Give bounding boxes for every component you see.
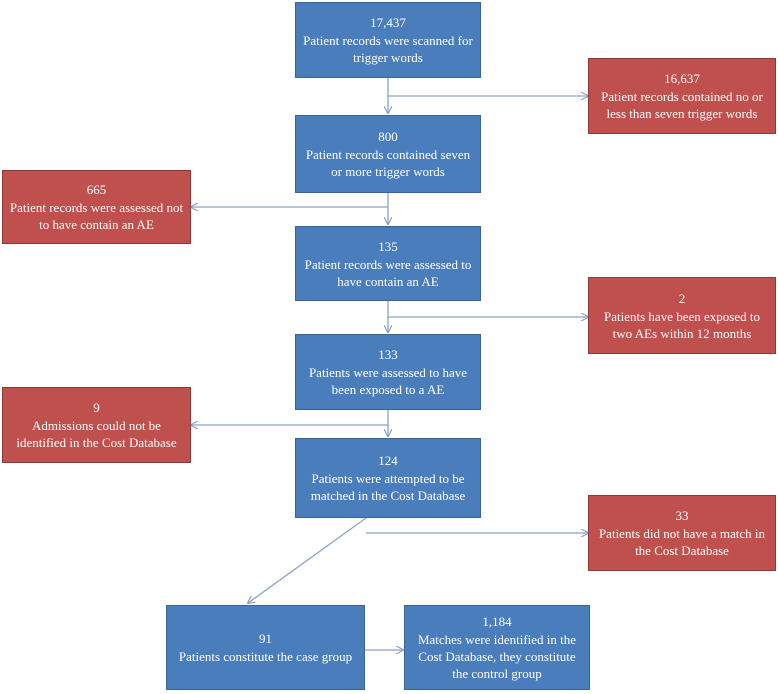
- box-no-ae-number: 665: [86, 182, 107, 197]
- box-less-than-seven-triggers: 16,637 Patient records contained no or l…: [588, 58, 776, 134]
- box-admissions-not-identified-number: 9: [93, 400, 100, 415]
- box-records-scanned-number: 17,437: [370, 15, 406, 30]
- box-admissions-not-identified-text: Admissions could not be identified in th…: [16, 418, 177, 450]
- box-exposed-to-ae: 133 Patients were assessed to have been …: [295, 334, 481, 410]
- box-seven-or-more-triggers: 800 Patient records contained seven or m…: [295, 115, 481, 193]
- box-no-match-text: Patients did not have a match in the Cos…: [598, 526, 766, 558]
- box-control-group-number: 1,184: [482, 614, 512, 629]
- box-attempted-match-number: 124: [378, 453, 398, 468]
- box-records-scanned-text: Patient records were scanned for trigger…: [303, 33, 473, 65]
- box-attempted-match-text: Patients were attempted to be matched in…: [310, 471, 466, 503]
- box-case-group-number: 91: [259, 631, 272, 646]
- box-two-aes-text: Patients have been exposed to two AEs wi…: [604, 308, 760, 341]
- box-no-ae-text: Patient records were assessed not to hav…: [9, 200, 184, 232]
- arrow-124-to-91: [248, 517, 367, 603]
- box-admissions-not-identified: 9 Admissions could not be identified in …: [2, 387, 191, 463]
- box-control-group: 1,184 Matches were identified in the Cos…: [404, 605, 590, 690]
- box-seven-or-more-triggers-number: 800: [378, 129, 398, 144]
- box-exposed-to-ae-number: 133: [378, 347, 398, 362]
- box-contain-ae-text: Patient records were assessed to have co…: [304, 256, 472, 289]
- box-seven-or-more-triggers-text: Patient records contained seven or more …: [305, 147, 471, 179]
- box-less-than-seven-triggers-text: Patient records contained no or less tha…: [601, 89, 763, 121]
- box-records-scanned: 17,437 Patient records were scanned for …: [295, 2, 481, 78]
- box-control-group-text: Matches were identified in the Cost Data…: [417, 632, 577, 681]
- box-two-aes: 2 Patients have been exposed to two AEs …: [588, 277, 776, 354]
- box-case-group: 91 Patients constitute the case group: [166, 605, 365, 690]
- box-case-group-text: Patients constitute the case group: [178, 649, 353, 664]
- box-two-aes-number: 2: [678, 290, 686, 306]
- box-less-than-seven-triggers-number: 16,637: [664, 71, 700, 86]
- box-contain-ae-number: 135: [378, 238, 398, 254]
- box-attempted-match: 124 Patients were attempted to be matche…: [295, 438, 481, 518]
- box-exposed-to-ae-text: Patients were assessed to have been expo…: [308, 365, 468, 397]
- box-no-ae: 665 Patient records were assessed not to…: [2, 170, 191, 244]
- box-no-match-number: 33: [675, 508, 689, 523]
- box-no-match: 33 Patients did not have a match in the …: [588, 495, 776, 571]
- box-contain-ae: 135 Patient records were assessed to hav…: [295, 226, 481, 301]
